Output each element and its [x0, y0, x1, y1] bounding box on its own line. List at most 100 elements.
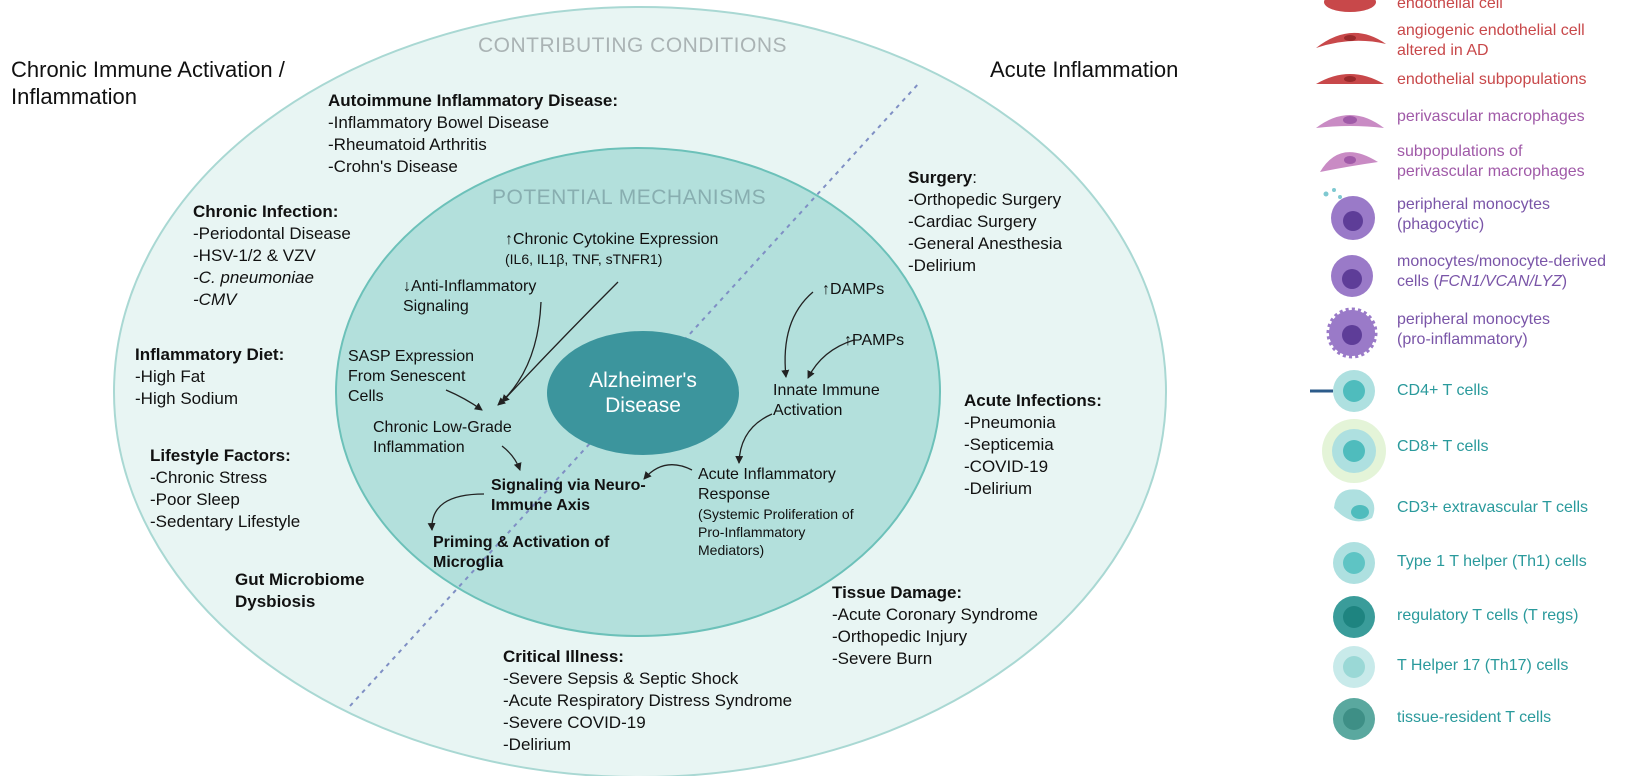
macrophage-subpopulation-icon — [1320, 152, 1378, 172]
arrow-damps-to-innate — [781, 291, 814, 378]
legend-label-treg: regulatory T cells (T regs) — [1397, 607, 1579, 624]
arrow-lowgrade-to-neuro — [501, 445, 522, 471]
legend-label-line: peripheral monocytes — [1397, 311, 1550, 328]
critical-illness-heading: Critical Illness: — [503, 647, 624, 666]
tissue-damage-heading: Tissue Damage: — [832, 583, 963, 602]
list-item: -Sedentary Lifestyle — [150, 512, 301, 531]
acute-response-line2: Response — [698, 486, 771, 503]
legend-label-line: peripheral monocytes — [1397, 196, 1550, 213]
list-item: -Crohn's Disease — [328, 157, 458, 176]
innate-line1: Innate Immune — [773, 382, 880, 399]
lifestyle-block: Lifestyle Factors: -Chronic Stress -Poor… — [150, 445, 300, 533]
arrow-cytokine-to-lowgrade — [501, 281, 619, 403]
gut-line2: Dysbiosis — [235, 592, 316, 611]
list-item: -Delirium — [503, 735, 571, 754]
acute-response-line4: Pro-Inflammatory — [698, 524, 806, 540]
list-item: -Inflammatory Bowel Disease — [328, 113, 550, 132]
list-item: -Severe COVID-19 — [503, 713, 646, 732]
list-item: -Acute Respiratory Distress Syndrome — [503, 691, 793, 710]
list-item: -Cardiac Surgery — [908, 212, 1037, 231]
cytokine-line1: ↑Chronic Cytokine Expression — [505, 231, 719, 248]
autoimmune-block: Autoimmune Inflammatory Disease: -Inflam… — [328, 90, 618, 178]
phagocytic-monocyte-icon — [1323, 188, 1375, 240]
list-item: -Severe Burn — [832, 649, 933, 668]
sasp-line3: Cells — [348, 388, 384, 405]
low-grade-line2: Inflammation — [373, 439, 465, 456]
divider-line — [349, 81, 921, 707]
treg-cell-icon — [1333, 596, 1375, 638]
right-quadrant-label: Acute Inflammation — [990, 57, 1179, 82]
arrow-innate-to-acute — [735, 413, 773, 464]
endothelial-subpopulation-icon — [1316, 74, 1384, 84]
surgery-colon: : — [972, 168, 977, 187]
list-item: -Chronic Stress — [150, 468, 268, 487]
legend-label-part: cells ( — [1397, 273, 1439, 290]
legend-label-cd3: CD3+ extravascular T cells — [1397, 499, 1589, 516]
autoimmune-heading: Autoimmune Inflammatory Disease: — [328, 91, 619, 110]
legend-label-line: monocytes/monocyte-derived — [1397, 253, 1606, 270]
critical-illness-block: Critical Illness: -Severe Sepsis & Septi… — [503, 646, 792, 756]
arrow-sasp-to-lowgrade — [445, 389, 483, 411]
low-grade-line1: Chronic Low-Grade — [373, 419, 512, 436]
list-item: -Delirium — [908, 256, 976, 275]
tissue-resident-t-cell-icon — [1333, 698, 1375, 740]
acute-response-line5: Mediators) — [698, 542, 765, 558]
legend-label-line: perivascular macrophages — [1397, 108, 1585, 125]
list-item: -High Sodium — [135, 389, 238, 408]
list-item: -Periodontal Disease — [193, 224, 351, 243]
legend-label-tissue-resident: tissue-resident T cells — [1397, 709, 1552, 726]
low-grade-inflammation-label: Chronic Low-Grade Inflammation — [373, 418, 512, 458]
legend-label-phagocytic-monocytes: peripheral monocytes (phagocytic) — [1397, 195, 1550, 235]
legend-label-line: cells (FCN1/VCAN/LYZ) — [1397, 272, 1606, 292]
left-quadrant-label: Chronic Immune Activation / Inflammation — [11, 56, 285, 110]
innate-immune-label: Innate Immune Activation — [773, 381, 880, 421]
cd8-t-cell-icon — [1322, 419, 1386, 483]
legend-label-line: subpopulations of — [1397, 143, 1523, 160]
list-item: -C. pneumoniae — [193, 268, 314, 287]
list-item: -Pneumonia — [964, 413, 1056, 432]
acute-response-line3: (Systemic Proliferation of — [698, 506, 854, 522]
center-line1: Alzheimer's — [589, 369, 697, 392]
cd4-t-cell-icon — [1310, 370, 1375, 412]
acute-infections-heading: Acute Infections: — [964, 391, 1102, 410]
list-item: -CMV — [193, 290, 237, 309]
chronic-infection-heading: Chronic Infection: — [193, 202, 339, 221]
list-item: -HSV-1/2 & VZV — [193, 246, 316, 265]
arrow-neuro-to-priming — [427, 493, 485, 531]
center-ellipse — [547, 331, 739, 455]
sasp-line2: From Senescent — [348, 368, 466, 385]
neuro-immune-line1: Signaling via Neuro- — [491, 477, 646, 494]
center-label: Alzheimer's Disease — [547, 368, 739, 418]
contributing-conditions-title: CONTRIBUTING CONDITIONS — [478, 34, 787, 57]
perivascular-macrophage-icon — [1316, 115, 1384, 128]
list-item: -General Anesthesia — [908, 234, 1063, 253]
list-item: -Poor Sleep — [150, 490, 240, 509]
acute-response-line1: Acute Inflammatory — [698, 466, 836, 483]
arrow-acute-to-neuro — [643, 464, 693, 480]
surgery-block: Surgery: -Orthopedic Surgery -Cardiac Su… — [908, 167, 1062, 277]
list-item: -Orthopedic Injury — [832, 627, 968, 646]
chronic-infection-block: Chronic Infection: -Periodontal Disease … — [193, 201, 351, 311]
list-item: -Septicemia — [964, 435, 1054, 454]
list-item: -Severe Sepsis & Septic Shock — [503, 669, 739, 688]
anti-inflammatory-line1: ↓Anti-Inflammatory — [403, 278, 537, 295]
legend-label-line: altered in AD — [1397, 42, 1489, 59]
potential-mechanisms-title: POTENTIAL MECHANISMS — [492, 186, 767, 209]
cd3-t-cell-icon — [1334, 489, 1375, 522]
legend-label-cd4: CD4+ T cells — [1397, 382, 1489, 399]
legend-label-pro-inflammatory-monocytes: peripheral monocytes (pro-inflammatory) — [1397, 310, 1550, 350]
priming-line1: Priming & Activation of — [433, 534, 610, 551]
monocyte-derived-cell-icon — [1331, 255, 1373, 297]
pamps-label: ↑PAMPs — [844, 332, 905, 349]
left-quadrant-label-line1: Chronic Immune Activation / — [11, 57, 285, 82]
list-item: -Delirium — [964, 479, 1032, 498]
tissue-damage-block: Tissue Damage: -Acute Coronary Syndrome … — [832, 582, 1038, 670]
legend-label-angiogenic: angiogenic endothelial cell altered in A… — [1397, 21, 1585, 61]
legend-label-part: FCN1/VCAN/LYZ — [1438, 273, 1562, 290]
legend-label-endothelial: endothelial cell — [1397, 0, 1503, 14]
endothelial-cell-icon — [1324, 0, 1376, 12]
anti-inflammatory-line2: Signaling — [403, 298, 469, 315]
list-item: -Rheumatoid Arthritis — [328, 135, 487, 154]
surgery-heading: Surgery — [908, 168, 973, 187]
legend-label-line: angiogenic endothelial cell — [1397, 22, 1585, 39]
